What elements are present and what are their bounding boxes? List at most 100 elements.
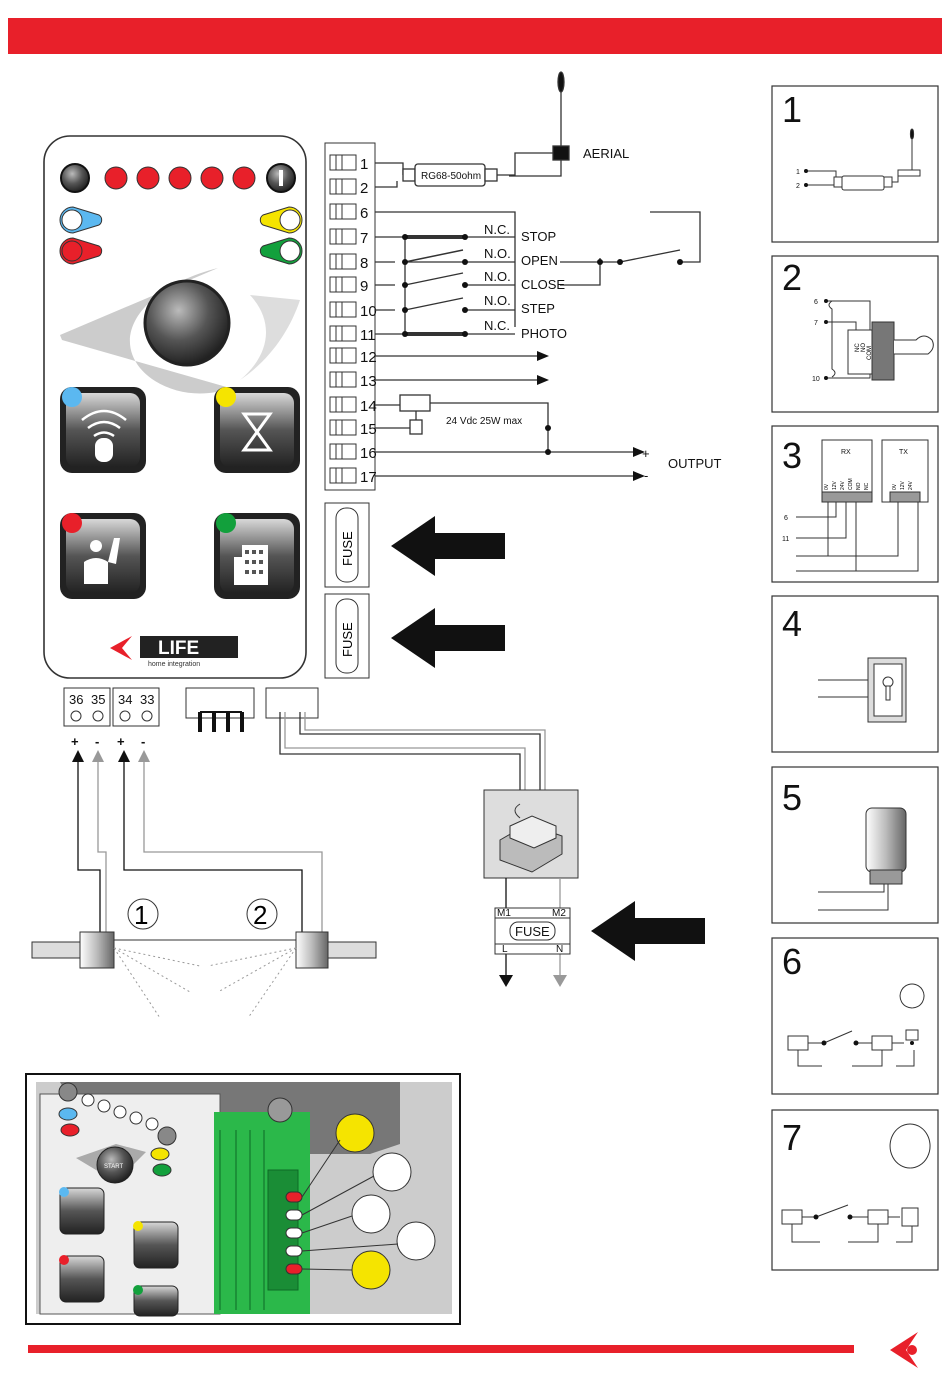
panel-2-pin-6: 6 bbox=[814, 299, 818, 306]
terminal-15: 15 bbox=[330, 420, 377, 438]
terminal-number: 9 bbox=[360, 278, 368, 295]
function-label-step: STEP bbox=[521, 301, 555, 316]
gate-drawing bbox=[32, 899, 376, 1018]
panel-number-5: 5 bbox=[782, 777, 802, 818]
terminal-number: 13 bbox=[360, 373, 377, 390]
terminal-number: 12 bbox=[360, 349, 377, 366]
start-button bbox=[145, 281, 229, 365]
panel-number-6: 6 bbox=[782, 941, 802, 982]
rx-terminal-label: NO bbox=[856, 482, 862, 490]
motor-polarity-sign: - bbox=[141, 734, 145, 749]
mains-fuse-label: FUSE bbox=[515, 924, 550, 939]
terminal-14: 14 bbox=[330, 397, 377, 415]
person-button bbox=[60, 513, 146, 599]
terminal-16: 16 bbox=[330, 444, 377, 462]
rx-terminal-label: 0V bbox=[824, 483, 830, 490]
terminal-8: 8 bbox=[330, 254, 368, 272]
brand-tagline: home integration bbox=[148, 661, 200, 668]
arrow-mains-fuse bbox=[591, 901, 705, 961]
panel-3-tx: TX bbox=[899, 449, 908, 456]
motor-polarity-sign: - bbox=[95, 734, 99, 749]
rx-terminal-label: 24V bbox=[840, 480, 846, 490]
terminal-number: 1 bbox=[360, 156, 368, 173]
leaf-2-label: 2 bbox=[253, 900, 267, 930]
antenna-wiring bbox=[375, 72, 569, 187]
m1-label: M1 bbox=[497, 908, 511, 919]
terminal-number: 14 bbox=[360, 398, 377, 415]
terminal-number: 17 bbox=[360, 469, 377, 486]
fuse-label-2: FUSE bbox=[340, 622, 355, 657]
motor-polarity-sign: + bbox=[117, 734, 125, 749]
function-label-open: OPEN bbox=[521, 253, 558, 268]
tx-terminal-label: 0V bbox=[892, 483, 898, 490]
lamp-spec: 24 Vdc 25W max bbox=[446, 416, 522, 427]
panel-1-pin-1: 1 bbox=[796, 169, 800, 176]
motor-polarity-sign: + bbox=[71, 734, 79, 749]
terminal-number: 7 bbox=[360, 230, 368, 247]
output-minus: - bbox=[644, 468, 648, 483]
panel-3-pin-6: 6 bbox=[784, 515, 788, 522]
terminal-13: 13 bbox=[330, 372, 377, 390]
rx-terminal-label: COM bbox=[848, 478, 854, 490]
n-label: N bbox=[556, 944, 563, 955]
contact-type-label: N.C. bbox=[484, 318, 510, 333]
terminal-number: 10 bbox=[360, 303, 377, 320]
motor-terminal-35: 35 bbox=[91, 692, 105, 707]
transformer bbox=[484, 790, 578, 878]
panel-2-com: COM bbox=[867, 346, 873, 360]
panel-number-1: 1 bbox=[782, 89, 802, 130]
terminal-2: 2 bbox=[330, 179, 368, 197]
terminal-12: 12 bbox=[330, 348, 377, 366]
cable-label: RG68-50ohm bbox=[421, 171, 481, 182]
panel-number-4: 4 bbox=[782, 603, 802, 644]
aerial-label: AERIAL bbox=[583, 146, 629, 161]
contact-type-label: N.O. bbox=[484, 246, 511, 261]
panel-3-pin-11: 11 bbox=[782, 536, 789, 543]
terminal-number: 11 bbox=[360, 327, 376, 344]
control-board: LIFE home integration bbox=[44, 136, 306, 678]
transformer-wiring bbox=[280, 712, 545, 790]
minus-button bbox=[61, 164, 89, 192]
terminal-7: 7 bbox=[330, 229, 368, 247]
contact-type-label: N.C. bbox=[484, 222, 510, 237]
output-label: OUTPUT bbox=[668, 456, 722, 471]
panel-number-3: 3 bbox=[782, 435, 802, 476]
terminal-1: 1 bbox=[330, 155, 368, 173]
function-label-photo: PHOTO bbox=[521, 326, 567, 341]
function-label-close: CLOSE bbox=[521, 277, 565, 292]
contact-type-label: N.O. bbox=[484, 293, 511, 308]
terminal-number: 2 bbox=[360, 180, 368, 197]
building-button bbox=[214, 513, 300, 599]
terminal-9: 9 bbox=[330, 277, 368, 295]
motor-terminal-33: 33 bbox=[140, 692, 154, 707]
closeup-start-label: START bbox=[104, 1164, 123, 1170]
lamp-box bbox=[400, 395, 430, 411]
radio-button bbox=[60, 387, 146, 473]
motor-terminal-36: 36 bbox=[69, 692, 83, 707]
tx-terminal-label: 12V bbox=[900, 480, 906, 490]
l-label: L bbox=[502, 944, 508, 955]
terminal-10: 10 bbox=[330, 302, 377, 320]
timer-button bbox=[214, 387, 300, 473]
arrow-fuse-1 bbox=[391, 516, 505, 576]
m2-label: M2 bbox=[552, 908, 566, 919]
arrow-fuse-2 bbox=[391, 608, 505, 668]
terminal-number: 16 bbox=[360, 445, 377, 462]
terminal-6: 6 bbox=[330, 204, 368, 222]
fuse-label-1: FUSE bbox=[340, 531, 355, 566]
function-label-stop: STOP bbox=[521, 229, 556, 244]
motor-terminal-34: 34 bbox=[118, 692, 132, 707]
tx-terminal-label: 24V bbox=[908, 480, 914, 490]
aerial-connector bbox=[553, 146, 569, 160]
panel-1-pin-2: 2 bbox=[796, 183, 800, 190]
terminal-11: 11 bbox=[330, 326, 376, 344]
panel-number-2: 2 bbox=[782, 257, 802, 298]
motor-wires bbox=[78, 760, 322, 932]
corner-logo bbox=[890, 1332, 918, 1368]
panel-3-rx: RX bbox=[841, 449, 851, 456]
panel-2-pin-7: 7 bbox=[814, 320, 818, 327]
terminal-17: 17 bbox=[330, 468, 377, 486]
panel-number-7: 7 bbox=[782, 1117, 802, 1158]
leaf-1-label: 1 bbox=[134, 900, 148, 930]
